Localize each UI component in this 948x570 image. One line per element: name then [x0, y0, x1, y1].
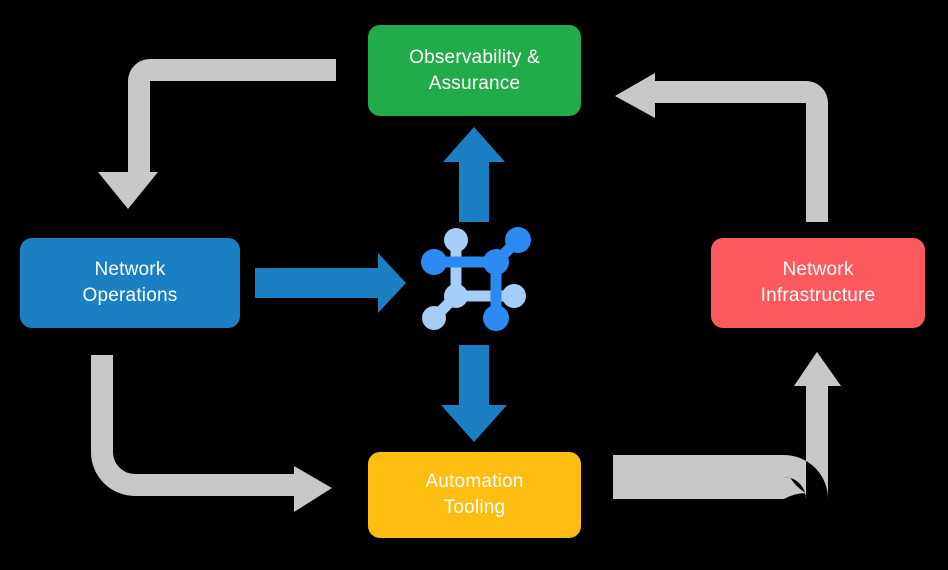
arrow-network-infrastructure-to-observability [615, 73, 828, 222]
arrow-center-to-observability [443, 127, 505, 222]
arrow-network-operations-to-automation-tooling [91, 355, 332, 512]
arrow-observability-to-network-operations [98, 59, 336, 209]
node-box-network-infrastructure[interactable]: Network Infrastructure [711, 238, 925, 328]
network-topology-icon [421, 227, 531, 331]
node-box-automation-tooling[interactable]: Automation Tooling [368, 452, 581, 538]
arrow-network-operations-to-center [255, 253, 406, 313]
arrow-center-to-automation-tooling [441, 345, 507, 442]
arrow-automation-tooling-to-network-infrastructure-shape [613, 352, 841, 499]
node-box-observability[interactable]: Observability & Assurance [368, 25, 581, 116]
node-box-network-operations[interactable]: Network Operations [20, 238, 240, 328]
